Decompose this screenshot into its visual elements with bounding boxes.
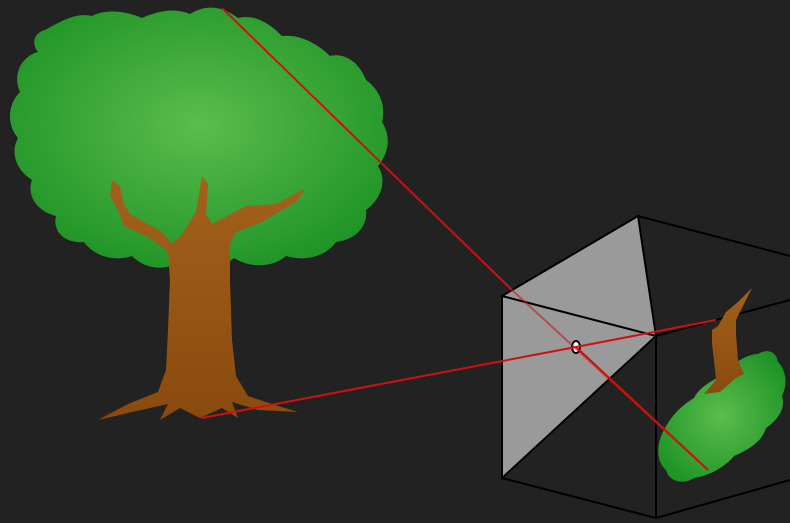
inverted-tree-image (658, 288, 786, 482)
light-rays (201, 7, 717, 471)
camera-edge-back-bottom (655, 479, 790, 519)
tree-icon (9, 7, 388, 420)
ray-top-inside-solid (575, 346, 709, 471)
camera-edge-bottom (501, 477, 657, 519)
ray-top-outside (221, 7, 513, 291)
ray-bottom-outside (201, 346, 577, 419)
tree-trunk (98, 176, 306, 420)
ray-bottom-inside (575, 319, 717, 348)
inverted-tree-trunk (704, 288, 752, 394)
camera-edge-top (501, 295, 657, 337)
inverted-tree-foliage (658, 351, 786, 482)
